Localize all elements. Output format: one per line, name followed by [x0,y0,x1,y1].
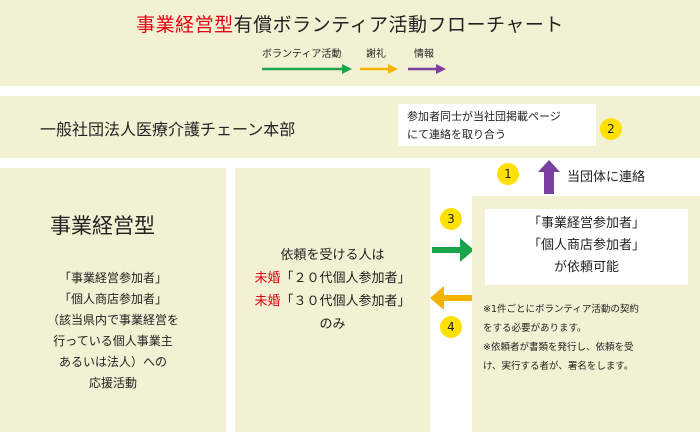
step-3-badge: 3 [440,208,462,230]
legend-info-label: 情報 [414,49,434,60]
legend-reward-label: 謝礼 [366,49,386,60]
business-type-heading: 事業経営型 [50,214,155,238]
requester-notes: ※1件ごとにボランティア活動の契約 をする必要があります。 ※依頼者が書類を発行… [483,300,695,376]
receiver-line2: 未婚「２０代個人参加者」 [235,267,430,290]
receiver-line3-unmarried: 未婚 [254,294,281,309]
legend-volunteer-arrow [262,64,352,74]
step-2-badge: 2 [600,118,622,140]
step-1-badge: 1 [497,163,519,185]
title-highlight: 事業経営型 [136,14,234,36]
legend-info-arrow [408,64,446,74]
volunteer-activity-arrow [432,238,474,262]
headquarters-note-box: 参加者同士が当社団掲載ページ にて連絡を取り合う [398,104,596,146]
business-type-description: 「事業経営参加者」 「個人商店参加者」 （該当県内で事業経営を 行っている個人事… [0,268,226,394]
title-rest: 有償ボランティア活動フローチャート [233,14,564,36]
requester-box: 「事業経営参加者」 「個人商店参加者」 が依頼可能 [485,209,688,285]
note1-line1: ※1件ごとにボランティア活動の契約 [483,304,639,315]
page-title: 事業経営型有償ボランティア活動フローチャート [0,10,700,37]
note2-line1: ※依頼者が書類を発行し、依頼を受 [483,342,634,353]
note1-line2: をする必要があります。 [483,323,587,334]
business-type-line4: 行っている個人事業主 [53,334,173,348]
contact-label: 当団体に連絡 [567,170,646,185]
receiver-line3-rest: 「３０代個人参加者」 [280,294,411,309]
step-4-badge: 4 [440,316,462,338]
headquarters-note-line1: 参加者同士が当社団掲載ページ [407,110,561,123]
note2-line2: け、実行する者が、署名をします。 [483,361,634,372]
business-type-line1: 「事業経営参加者」 [58,271,167,285]
receiver-line2-unmarried: 未婚 [254,271,281,286]
reward-arrow [430,286,472,310]
business-type-line5: あるいは法人）への [58,355,167,369]
request-receiver-panel [235,168,430,432]
title-panel [0,0,700,86]
headquarters-name: 一般社団法人医療介護チェーン本部 [40,120,296,139]
requester-line1: 「事業経営参加者」 [527,216,645,231]
request-receiver-text: 依頼を受ける人は 未婚「２０代個人参加者」 未婚「３０代個人参加者」 のみ [235,244,430,336]
requester-line2: 「個人商店参加者」 [527,238,645,253]
contact-info-arrow [538,160,560,194]
business-type-panel [0,168,226,432]
business-type-line3: （該当県内で事業経営を [46,313,179,327]
receiver-line3: 未婚「３０代個人参加者」 [235,290,430,313]
receiver-line2-rest: 「２０代個人参加者」 [280,271,411,286]
business-type-line2: 「個人商店参加者」 [58,292,167,306]
receiver-line4: のみ [319,317,346,332]
headquarters-note-line2: にて連絡を取り合う [407,128,506,141]
legend-reward-arrow [360,64,398,74]
business-type-line6: 応援活動 [88,376,137,390]
receiver-line1: 依頼を受ける人は [280,248,385,263]
requester-line3: が依頼可能 [553,260,619,275]
legend-volunteer-label: ボランティア活動 [262,49,342,60]
